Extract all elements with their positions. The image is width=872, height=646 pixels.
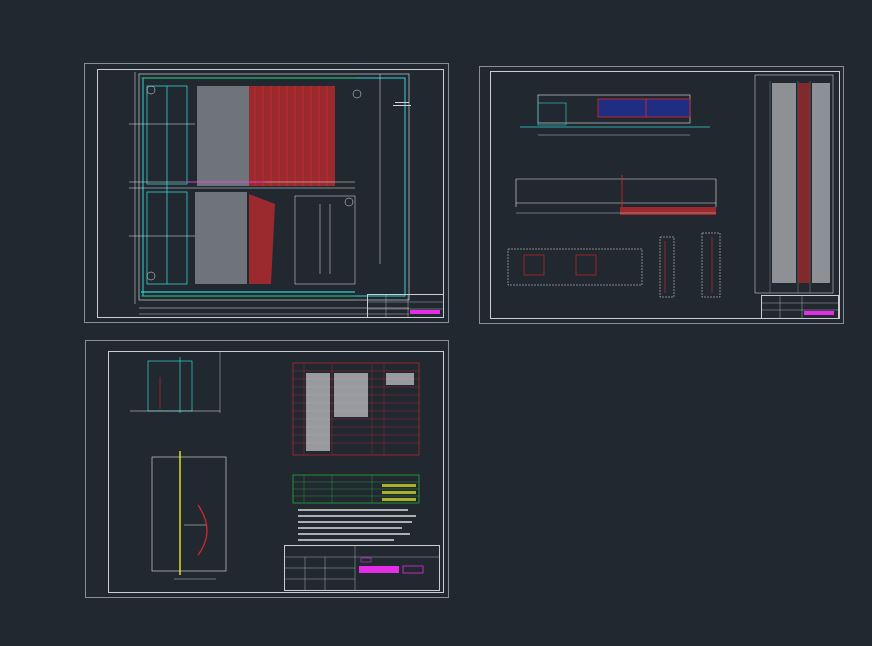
drawing-sheet-details[interactable]: [85, 340, 449, 598]
section-drawing: [507, 74, 834, 298]
title-block: [761, 295, 839, 319]
sheet-frame: [490, 71, 840, 319]
title-block: [284, 545, 440, 591]
sheet-frame: [108, 351, 444, 593]
plan-drawing: [129, 72, 411, 315]
sheet-frame: [97, 69, 444, 318]
drawing-sheet-plan[interactable]: [84, 63, 449, 323]
detail-drawing: [130, 351, 420, 580]
title-block: [367, 294, 444, 318]
drawing-sheet-sections[interactable]: [479, 66, 844, 324]
